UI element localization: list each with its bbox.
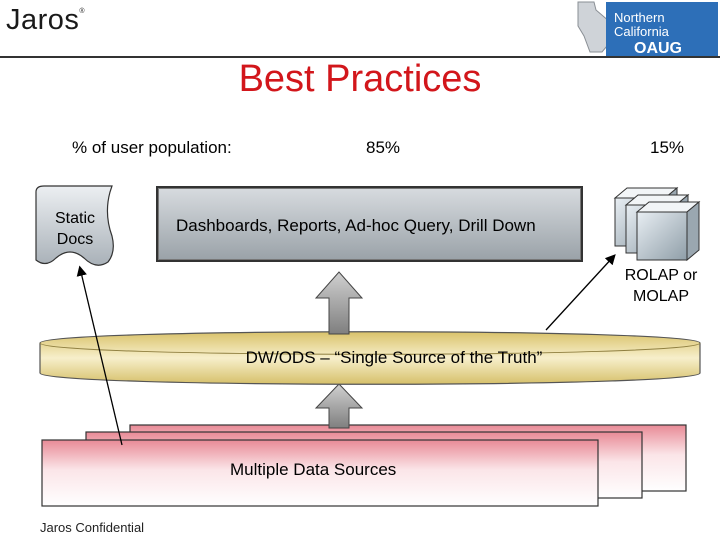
arrow-sources-to-static-docs — [76, 265, 123, 446]
oaug-line1: Northern — [614, 10, 665, 25]
footer-confidential: Jaros Confidential — [40, 520, 145, 535]
slide-title: Best Practices — [238, 58, 482, 100]
olap-cubes — [613, 186, 701, 262]
static-docs-line1: Static — [54, 210, 95, 227]
olap-label: ROLAP or MOLAP — [606, 265, 716, 307]
arrow-warehouse-to-dashboards — [314, 271, 364, 335]
data-sources-stack — [41, 424, 687, 507]
warehouse-band — [39, 331, 701, 385]
static-docs-label: Static Docs — [46, 208, 104, 250]
warehouse-label: DW/ODS – “Single Source of the Truth” — [245, 348, 543, 367]
arrow-warehouse-to-olap — [545, 254, 616, 331]
static-docs-shape — [35, 185, 114, 266]
static-docs-line2: Docs — [56, 231, 94, 248]
jaros-logo: Jaros® — [6, 4, 85, 37]
data-sources-label: Multiple Data Sources — [230, 460, 397, 479]
oaug-line3: OAUG — [634, 40, 682, 57]
dashboards-box — [156, 186, 583, 262]
brand-name: Jaros — [6, 4, 80, 36]
header-divider — [0, 56, 720, 58]
user-population-label: % of user population: — [72, 138, 232, 157]
pct-main-value: 85% — [366, 138, 401, 157]
olap-line1: ROLAP or — [624, 267, 698, 284]
pct-olap-value: 15% — [650, 138, 685, 157]
olap-cube — [635, 200, 701, 262]
olap-line2: MOLAP — [632, 288, 689, 305]
oaug-line2: California — [614, 24, 670, 39]
data-source-layer — [41, 439, 599, 507]
arrow-sources-to-warehouse — [314, 383, 364, 429]
dashboards-label: Dashboards, Reports, Ad-hoc Query, Drill… — [176, 216, 536, 235]
oaug-logo — [577, 1, 718, 56]
brand-registered-mark: ® — [79, 8, 86, 15]
